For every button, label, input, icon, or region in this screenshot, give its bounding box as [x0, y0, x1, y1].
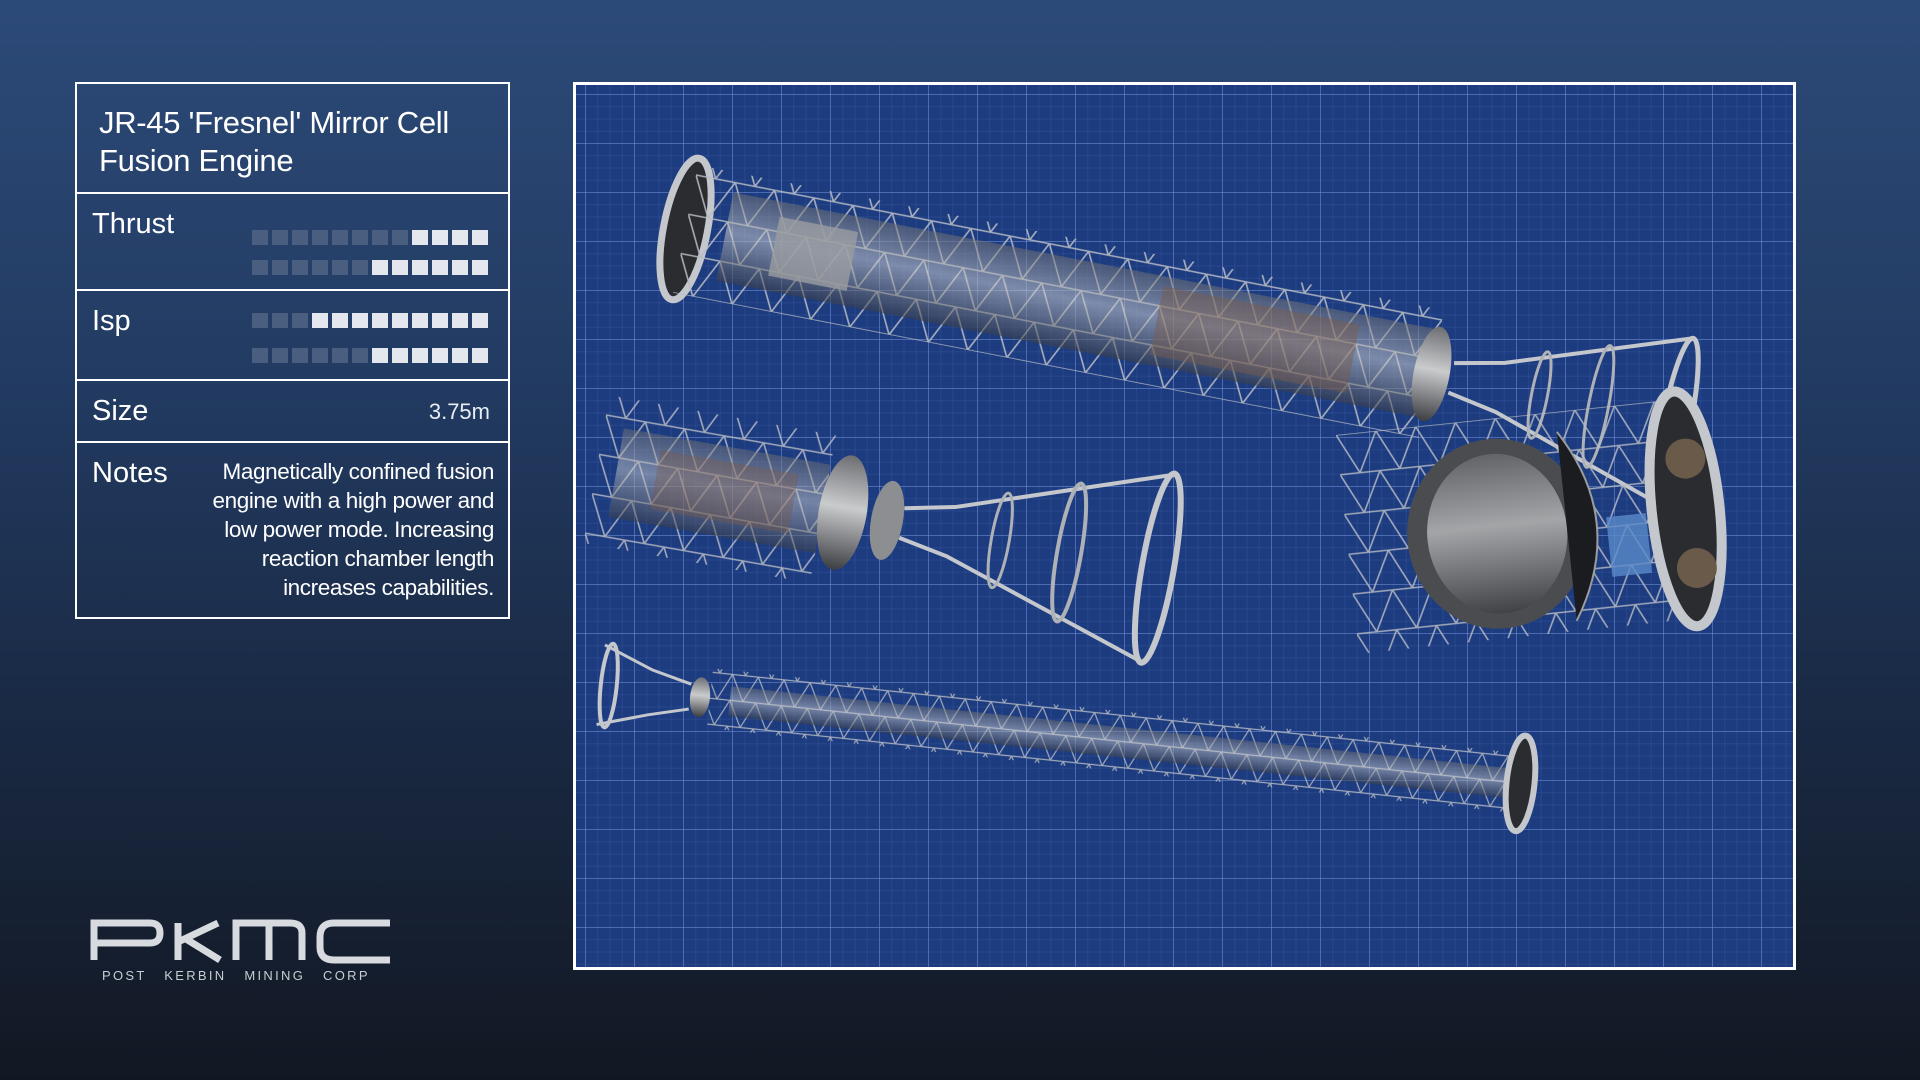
stat-bar-cell: [272, 230, 288, 245]
stat-bar-cell: [432, 348, 448, 363]
stat-bar-cell: [292, 313, 308, 328]
stat-bar-cell: [372, 348, 388, 363]
stat-bar-cell: [332, 260, 348, 275]
stat-bar-cell: [412, 348, 428, 363]
engine-long-variant: [596, 641, 1539, 835]
engine-blueprint-panel: [573, 82, 1796, 970]
isp-bar-high: [252, 313, 488, 328]
stat-bar-cell: [352, 260, 368, 275]
notes-label: Notes: [92, 457, 168, 489]
stat-bar-cell: [352, 348, 368, 363]
notes-text: Magnetically confined fusion engine with…: [212, 459, 494, 600]
engine-title-line1: JR-45 'Fresnel' Mirror Cell: [99, 105, 449, 140]
isp-label: Isp: [92, 305, 131, 337]
stat-bar-cell: [352, 313, 368, 328]
stat-bar-cell: [372, 260, 388, 275]
stat-bar-cell: [452, 230, 468, 245]
stat-bar-cell: [452, 313, 468, 328]
stat-bar-cell: [392, 313, 408, 328]
stat-bar-cell: [472, 260, 488, 275]
stat-bar-cell: [392, 348, 408, 363]
engine-title-line2: Fusion Engine: [99, 143, 294, 178]
size-section: Size 3.75m: [77, 381, 508, 443]
stat-bar-cell: [332, 348, 348, 363]
stat-bar-cell: [272, 260, 288, 275]
stat-bar-cell: [472, 230, 488, 245]
stat-bar-cell: [412, 260, 428, 275]
isp-section: Isp: [77, 291, 508, 381]
engine-mirror-closeup: [1336, 386, 1727, 654]
stat-bar-cell: [452, 260, 468, 275]
pkmc-subtitle: POST KERBIN MINING CORP: [102, 968, 370, 983]
thrust-section: Thrust: [77, 194, 508, 291]
engine-title: JR-45 'Fresnel' Mirror Cell Fusion Engin…: [77, 84, 508, 194]
stat-bar-cell: [392, 230, 408, 245]
stat-bar-cell: [252, 313, 268, 328]
stat-bar-cell: [412, 230, 428, 245]
pkmc-logo: [90, 919, 390, 964]
stat-bar-cell: [292, 260, 308, 275]
stat-bar-cell: [312, 230, 328, 245]
stat-bar-cell: [312, 313, 328, 328]
stat-bar-cell: [292, 230, 308, 245]
isp-bar-low: [252, 348, 488, 363]
stat-bar-cell: [432, 230, 448, 245]
stat-bar-cell: [392, 260, 408, 275]
stat-bar-cell: [312, 260, 328, 275]
stat-bar-cell: [432, 260, 448, 275]
stat-bar-cell: [272, 348, 288, 363]
stat-bar-cell: [432, 313, 448, 328]
stat-bar-cell: [312, 348, 328, 363]
engine-renders: [583, 154, 1727, 835]
stat-bar-cell: [332, 313, 348, 328]
stat-bar-cell: [452, 348, 468, 363]
thrust-label: Thrust: [92, 208, 175, 240]
size-value: 3.75m: [428, 399, 490, 424]
stat-bar-cell: [472, 313, 488, 328]
stat-bar-cell: [472, 348, 488, 363]
stat-bar-cell: [372, 230, 388, 245]
thrust-bar-high: [252, 230, 488, 245]
stat-bar-cell: [252, 260, 268, 275]
size-label: Size: [92, 395, 149, 427]
engine-nozzle-closeup: [583, 395, 1184, 666]
stat-bar-cell: [252, 230, 268, 245]
stat-bar-cell: [292, 348, 308, 363]
stat-bar-cell: [412, 313, 428, 328]
stat-bar-cell: [252, 348, 268, 363]
notes-section: Notes Magnetically confined fusion engin…: [77, 443, 508, 617]
engine-side-view: [656, 154, 1701, 508]
stat-bar-cell: [272, 313, 288, 328]
thrust-bar-low: [252, 260, 488, 275]
stat-bar-cell: [352, 230, 368, 245]
stat-bar-cell: [372, 313, 388, 328]
engine-info-card: JR-45 'Fresnel' Mirror Cell Fusion Engin…: [75, 82, 510, 619]
stat-bar-cell: [332, 230, 348, 245]
